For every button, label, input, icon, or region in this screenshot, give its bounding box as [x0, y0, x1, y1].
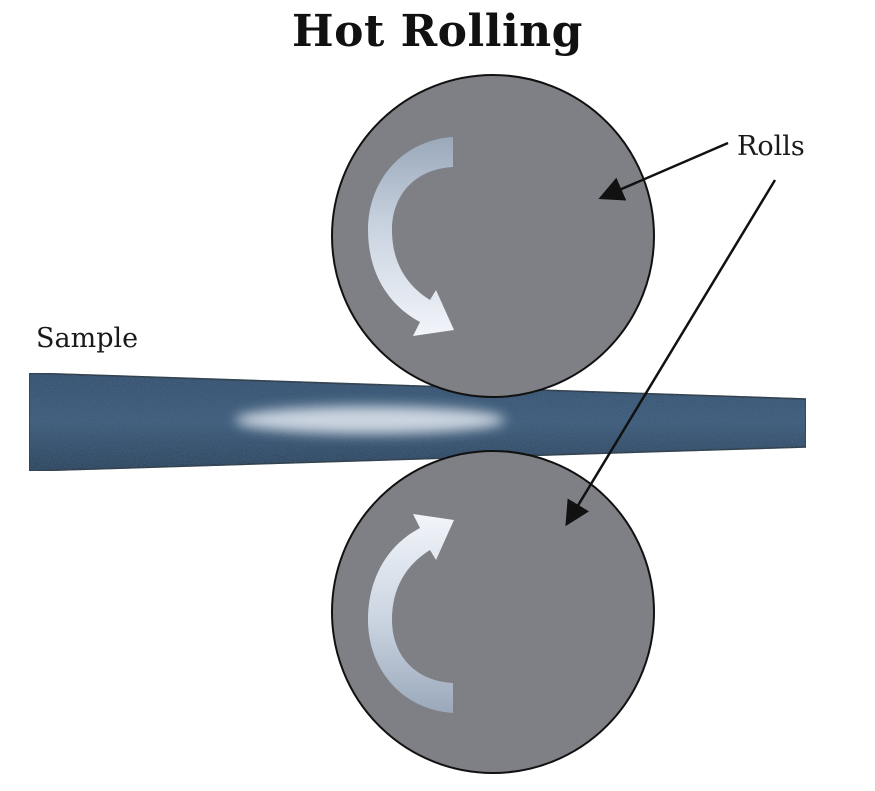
clockwise-arrow-icon	[368, 137, 454, 336]
pointer-arrow-top-roll	[598, 141, 729, 201]
bottom-roll	[331, 450, 655, 774]
pointer-arrow-bottom-roll	[565, 179, 777, 527]
top-roll	[331, 74, 655, 398]
sample-label: Sample	[36, 323, 139, 354]
rolls-label: Rolls	[737, 131, 805, 162]
diagram-title: Hot Rolling	[292, 6, 583, 57]
rolls-pointer-arrows	[565, 141, 777, 527]
hot-zone-glow	[235, 406, 505, 434]
sample-strip	[28, 372, 807, 472]
counterclockwise-arrow-icon	[368, 514, 454, 713]
